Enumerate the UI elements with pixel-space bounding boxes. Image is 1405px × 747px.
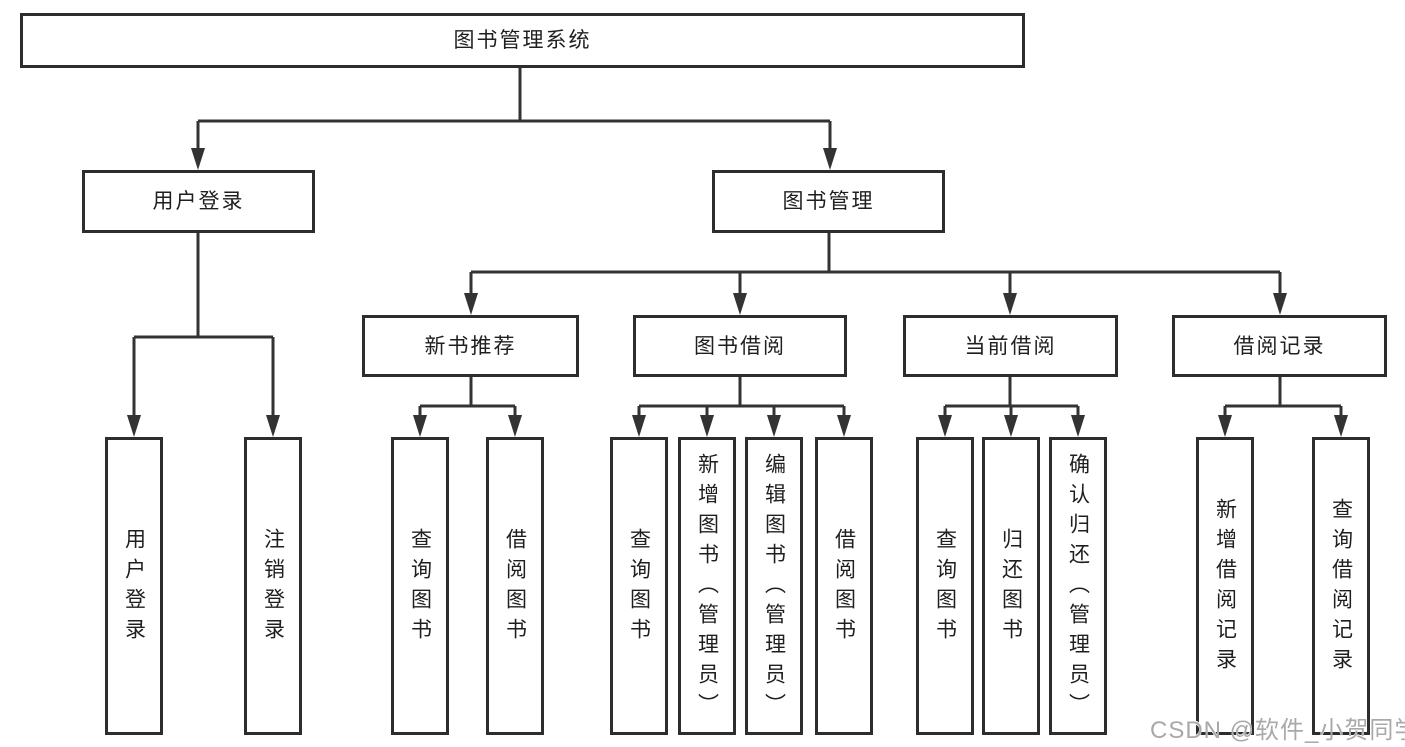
node-book-borrowing: 图书借阅 bbox=[633, 315, 847, 377]
leaf-logout: 注销登录 bbox=[244, 437, 302, 735]
node-borrowing-records: 借阅记录 bbox=[1172, 315, 1387, 377]
leaf-return-book: 归还图书 bbox=[982, 437, 1040, 735]
node-new-book-recommendation: 新书推荐 bbox=[362, 315, 579, 377]
node-book-management: 图书管理 bbox=[712, 170, 945, 233]
node-current-borrowing: 当前借阅 bbox=[903, 315, 1118, 377]
leaf-add-borrow-record: 新增借阅记录 bbox=[1196, 437, 1254, 735]
leaf-confirm-return-admin: 确认归还（管理员） bbox=[1049, 437, 1107, 735]
leaf-query-borrow-record: 查询借阅记录 bbox=[1312, 437, 1370, 735]
watermark: CSDN @软件_小贺同学 bbox=[1150, 717, 1405, 744]
leaf-query-books-recommend: 查询图书 bbox=[391, 437, 449, 735]
leaf-add-book-admin: 新增图书（管理员） bbox=[678, 437, 736, 735]
leaf-user-login: 用户登录 bbox=[105, 437, 163, 735]
leaf-borrow-books-recommend: 借阅图书 bbox=[486, 437, 544, 735]
leaf-borrow-books-borrowing: 借阅图书 bbox=[815, 437, 873, 735]
arrowheads bbox=[127, 148, 1348, 437]
leaf-query-books-current: 查询图书 bbox=[916, 437, 974, 735]
leaf-edit-book-admin: 编辑图书（管理员） bbox=[745, 437, 803, 735]
node-user-login: 用户登录 bbox=[82, 170, 315, 233]
leaf-query-books-borrowing: 查询图书 bbox=[610, 437, 668, 735]
node-library-system: 图书管理系统 bbox=[20, 13, 1025, 68]
